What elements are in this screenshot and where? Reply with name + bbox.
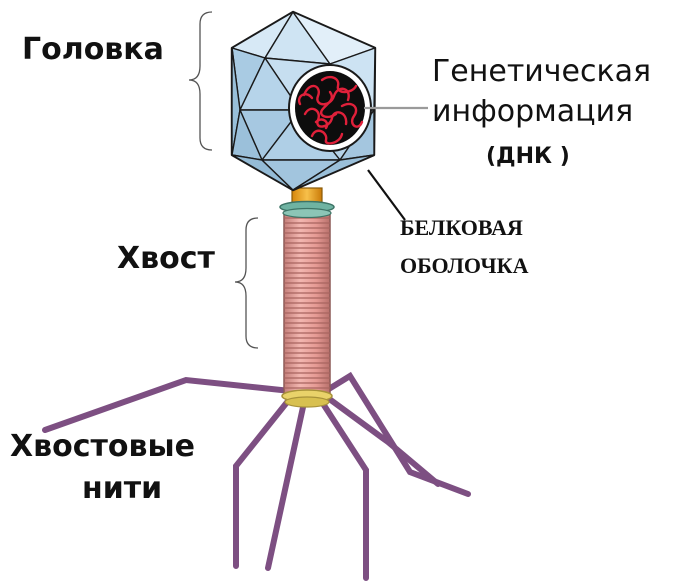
dna-label: (ДНК ) [486,145,570,169]
genetic-info-label-line1: Генетическая [432,55,651,88]
dna-core [289,65,371,151]
head-label: Головка [22,33,164,66]
protein-coat-label-line2: ОБОЛОЧКА [400,254,528,278]
base-plate [282,390,332,407]
tail-fiber [45,380,300,430]
protein-coat-label-line1: БЕЛКОВАЯ [400,216,523,240]
genetic-info-label-line2: информация [432,95,633,128]
tail-sheath [284,212,330,394]
tail-fibers-label-line1: Хвостовые [10,430,195,463]
tail-fibers-label-line2: нити [82,472,162,505]
collar [280,188,334,218]
head-bracket [189,12,212,150]
tail-bracket [235,218,258,348]
tail-fiber [236,396,292,566]
tail-label: Хвост [117,242,215,275]
